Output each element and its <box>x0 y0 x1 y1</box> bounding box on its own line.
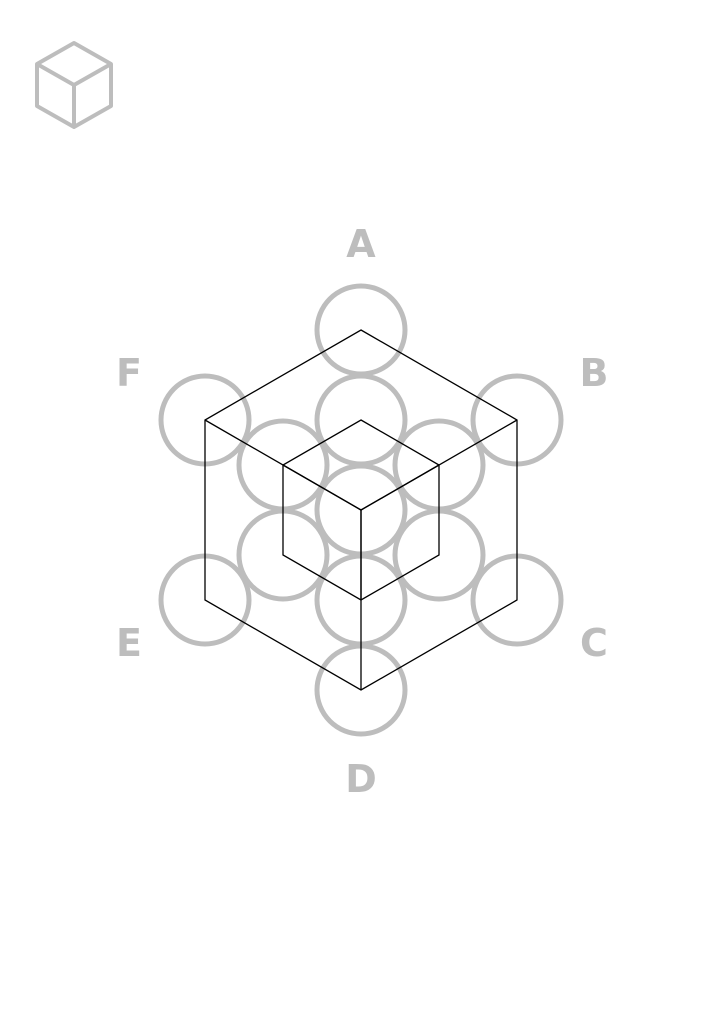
label-f: F <box>116 351 142 395</box>
label-d: D <box>345 757 377 801</box>
label-e: E <box>116 621 142 665</box>
label-c: C <box>580 621 608 665</box>
inner-cube <box>282 419 440 601</box>
cube-outline-icon <box>35 41 113 129</box>
label-a: A <box>346 222 376 266</box>
label-b: B <box>580 351 609 395</box>
